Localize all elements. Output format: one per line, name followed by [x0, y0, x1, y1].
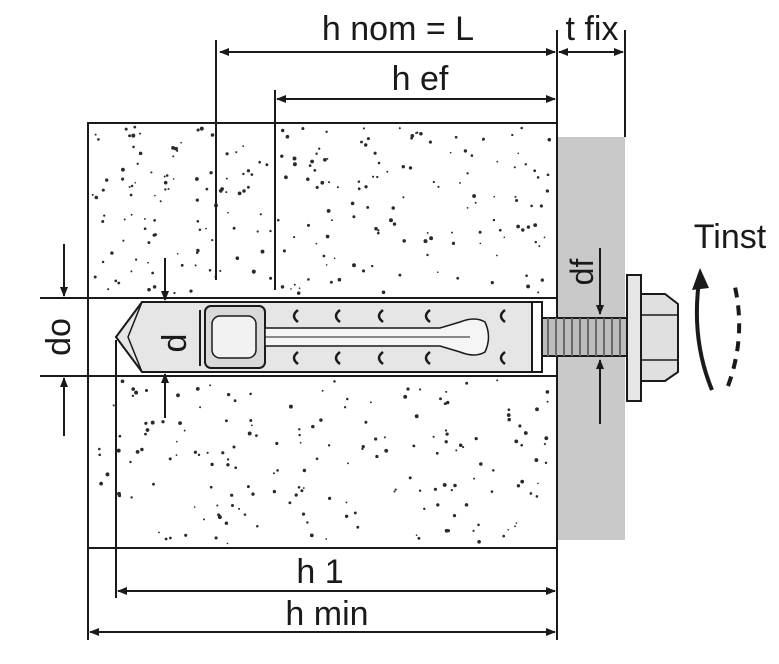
label-do: do — [40, 318, 78, 356]
label-h-nom: h nom = L — [322, 10, 474, 48]
dimension-h-min: h min — [87, 548, 556, 640]
dimension-h-nom: h nom = L — [215, 10, 556, 280]
label-t-fix: t fix — [566, 10, 619, 48]
label-d: d — [156, 334, 194, 353]
label-df: df — [564, 259, 600, 286]
bolt-shank — [541, 317, 629, 357]
washer — [626, 274, 642, 402]
label-h1: h 1 — [296, 553, 343, 591]
dimension-h-ef: h ef — [274, 60, 556, 290]
label-tinst: Tinst — [694, 218, 767, 256]
dimension-df: df — [564, 248, 604, 424]
concrete-speckles — [91, 125, 552, 545]
dimension-d: d — [156, 258, 194, 418]
dimension-do: do — [40, 244, 88, 436]
anchor-teeth — [292, 309, 506, 365]
torque-rotation-arrow — [692, 268, 742, 391]
label-h-ef: h ef — [392, 60, 449, 98]
anchor-body — [114, 301, 543, 373]
dimension-t-fix: t fix — [556, 10, 626, 137]
dimension-h1: h 1 — [115, 340, 558, 640]
label-h-min: h min — [285, 595, 368, 633]
hex-bolt-head — [640, 293, 679, 382]
